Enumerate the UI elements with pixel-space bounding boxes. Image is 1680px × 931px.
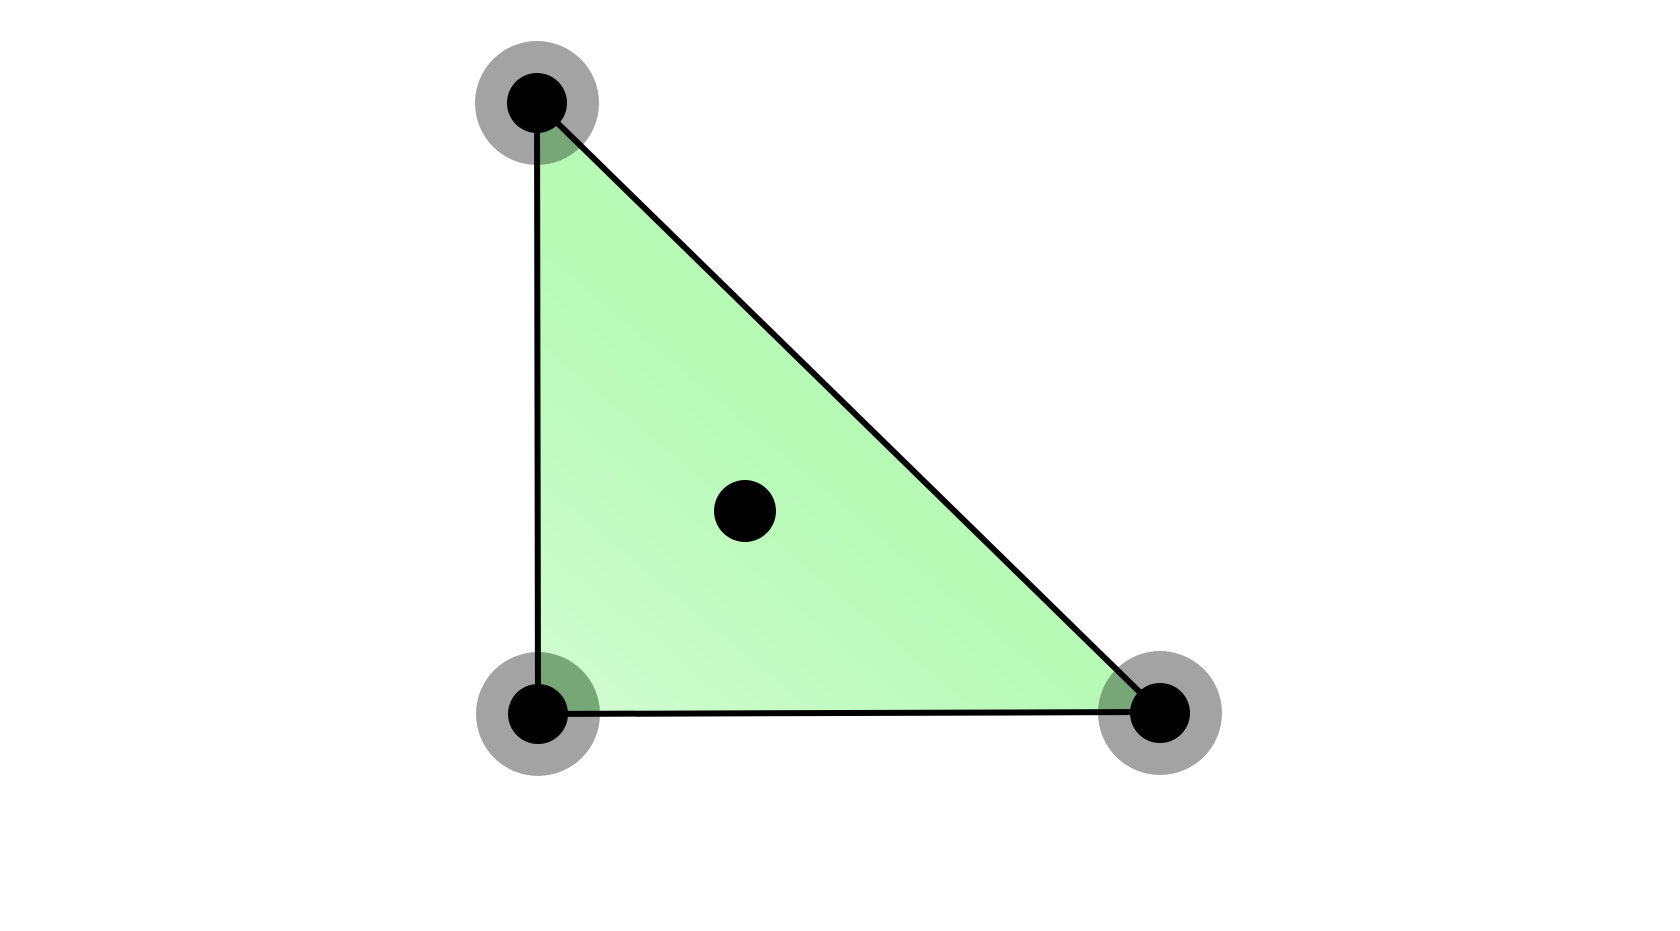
- overlap-bottom-left: [537, 652, 600, 714]
- vertex-dot-bottom-left[interactable]: [508, 684, 568, 744]
- edge-left: [534, 100, 541, 717]
- centroid-dot[interactable]: [714, 480, 776, 542]
- edge-bottom: [535, 709, 1163, 717]
- vertex-dot-top[interactable]: [507, 73, 567, 133]
- edge-hypotenuse: [534, 100, 1163, 715]
- vertex-dot-bottom-right[interactable]: [1130, 683, 1190, 743]
